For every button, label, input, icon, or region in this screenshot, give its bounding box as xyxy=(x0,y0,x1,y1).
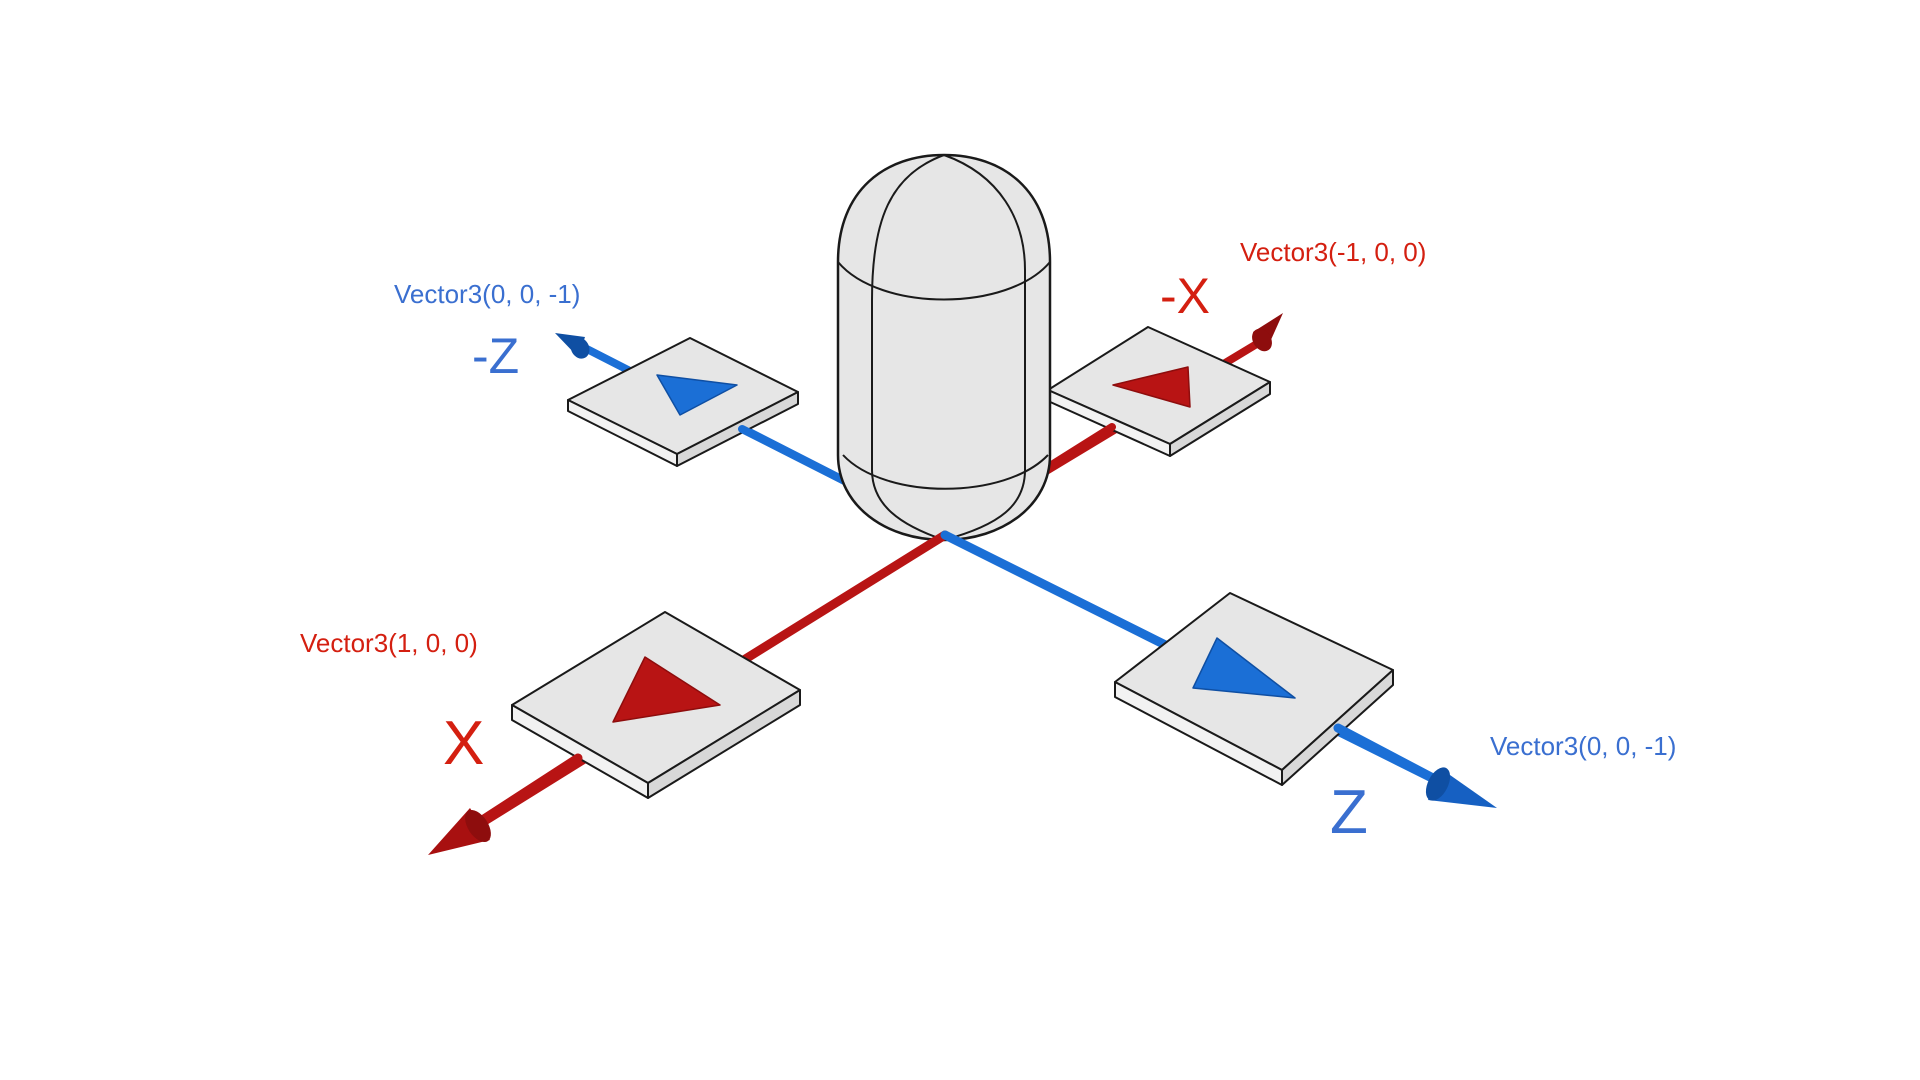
neg-z-axis-label: -Z xyxy=(472,328,519,384)
neg-z-tile xyxy=(567,337,799,467)
pos-z-arrowhead-cap xyxy=(1425,767,1451,801)
neg-z-tile-arrow xyxy=(656,374,738,416)
neg-x-vector-label: Vector3(-1, 0, 0) xyxy=(1240,237,1426,267)
neg-x-axis-label: -X xyxy=(1160,268,1210,324)
neg-x-tile xyxy=(1047,326,1271,457)
neg-z-vector-label: Vector3(0, 0, -1) xyxy=(394,279,580,309)
pos-x-axis-label: X xyxy=(443,709,484,778)
neg-x-tile-arrow xyxy=(1112,366,1191,408)
pos-z-tile-arrow xyxy=(1192,637,1296,699)
pos-x-axis-shaft-tail xyxy=(465,753,583,833)
pos-x-vector-label: Vector3(1, 0, 0) xyxy=(300,628,478,658)
neg-z-arrowhead-cap xyxy=(570,337,590,359)
pos-z-tile xyxy=(1114,592,1394,786)
pos-z-vector-label: Vector3(0, 0, -1) xyxy=(1490,731,1676,761)
pos-x-arrowhead-cap xyxy=(465,809,491,843)
pos-x-tile-arrow xyxy=(612,656,721,723)
pos-z-axis-label: Z xyxy=(1330,778,1368,847)
capsule xyxy=(836,153,1052,542)
pos-x-tile xyxy=(511,611,801,799)
neg-x-arrowhead-cap xyxy=(1252,328,1272,352)
